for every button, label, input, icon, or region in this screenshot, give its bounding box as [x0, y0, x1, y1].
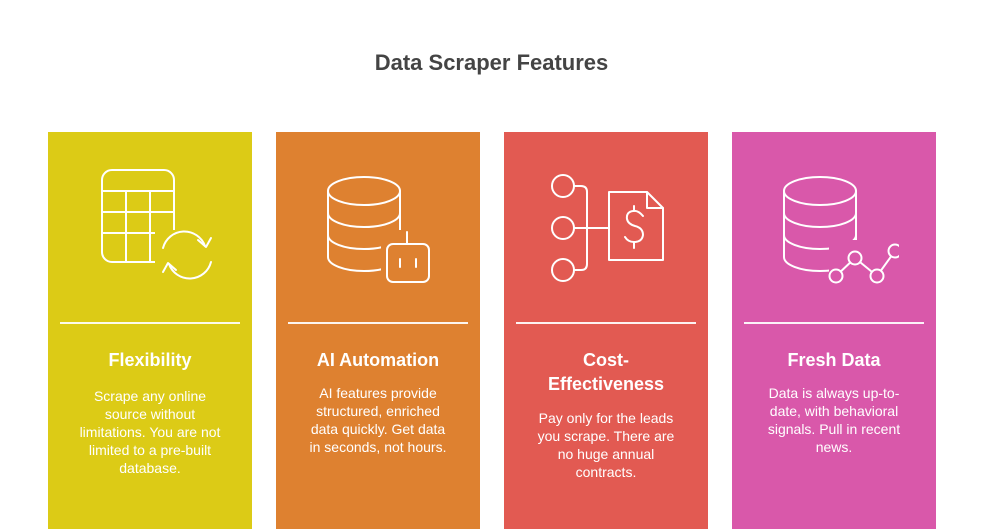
page-title: Data Scraper Features — [374, 50, 609, 75]
feature-card-flexibility: Flexibility Scrape any online source wit… — [48, 132, 252, 529]
card-description: Scrape any online source without limitat… — [79, 388, 221, 476]
card-title: Fresh Data — [787, 350, 881, 370]
database-robot-icon — [327, 176, 443, 290]
divider — [516, 322, 696, 324]
card-title: Flexibility — [108, 350, 192, 370]
feature-card-cost-effectiveness: Cost-Effectiveness Pay only for the lead… — [504, 132, 708, 529]
feature-card-fresh-data: Fresh Data Data is always up-to-date, wi… — [732, 132, 936, 529]
table-refresh-icon — [101, 169, 215, 290]
card-description: Data is always up-to-date, with behavior… — [767, 385, 901, 455]
card-description: AI features provide structured, enriched… — [309, 385, 447, 455]
database-line-chart-icon — [783, 176, 899, 290]
divider — [60, 322, 240, 324]
card-title: AI Automation — [316, 350, 440, 370]
divider — [744, 322, 924, 324]
feature-card-ai-automation: AI Automation AI features provide struct… — [276, 132, 480, 529]
card-title: Cost-Effectiveness — [547, 350, 665, 394]
card-description: Pay only for the leads you scrape. There… — [537, 410, 675, 480]
network-dollar-document-icon — [551, 174, 664, 282]
divider — [288, 322, 468, 324]
